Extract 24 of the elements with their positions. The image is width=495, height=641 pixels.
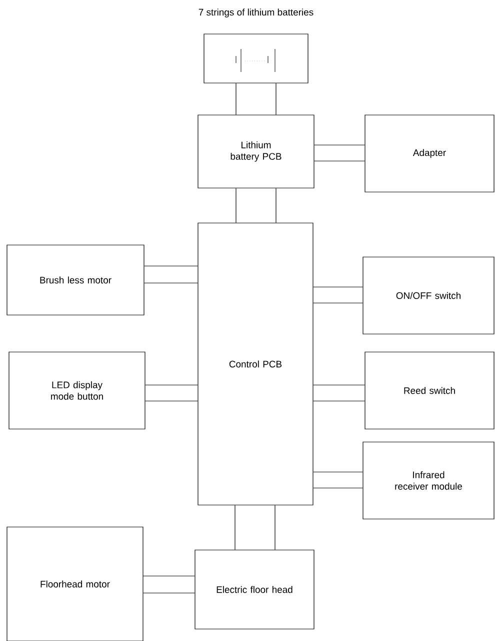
block-box: Electric floor head	[194, 550, 314, 630]
block-box: Lithium battery PCB	[198, 114, 314, 188]
wire-line	[144, 282, 198, 284]
wire-line	[314, 144, 365, 146]
block-box: Reed switch	[364, 352, 494, 430]
wire-line	[234, 505, 236, 550]
caption-text: 7 strings of lithium batteries	[198, 8, 314, 18]
wire-line	[143, 592, 195, 594]
block-box: ON/OFF switch	[362, 256, 494, 334]
wire-line	[313, 400, 365, 402]
block-box: Floorhead motor	[6, 526, 144, 641]
battery-box	[204, 34, 308, 84]
wire-line	[274, 505, 276, 550]
block-box: Brush less motor	[6, 244, 144, 316]
block-box: LED display mode button	[8, 352, 146, 430]
wire-line	[313, 302, 363, 304]
block-box: Infrared receiver module	[362, 442, 494, 520]
wire-line	[313, 286, 363, 288]
block-box: Adapter	[364, 114, 494, 192]
wire-line	[145, 400, 198, 402]
wire-line	[313, 384, 365, 386]
wire-line	[314, 160, 365, 162]
block-box: Control PCB	[198, 222, 314, 506]
wire-line	[145, 384, 198, 386]
